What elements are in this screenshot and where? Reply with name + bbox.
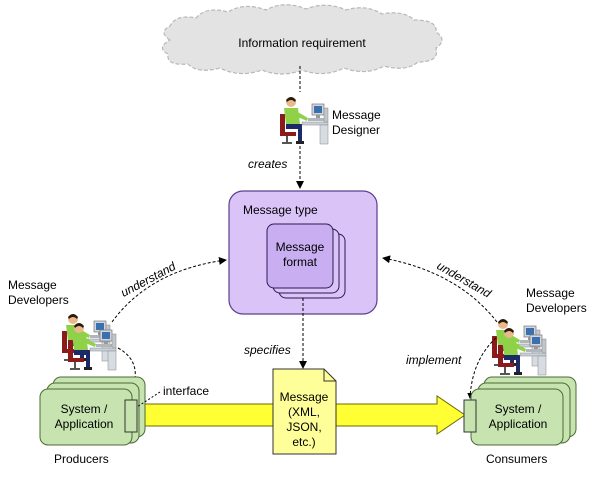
right-developers-line1: Message xyxy=(526,286,575,300)
message-line1: Message xyxy=(280,390,329,404)
message-document: Message (XML, JSON, etc.) xyxy=(272,368,337,455)
message-line2: (XML, xyxy=(288,405,320,419)
consumer-caption: Consumers xyxy=(486,452,547,466)
information-requirement-cloud: Information requirement xyxy=(161,4,443,75)
producer-line2: Application xyxy=(55,417,114,431)
designer-person-icon xyxy=(279,96,329,145)
designer-label-line1: Message xyxy=(332,108,381,122)
producer-line1: System / xyxy=(61,402,108,416)
designer-label-line2: Designer xyxy=(332,123,380,137)
message-line4: etc.) xyxy=(292,435,315,449)
producer-interface-port xyxy=(124,399,138,433)
message-format-card xyxy=(266,223,334,289)
producer-system-box: System / Application xyxy=(39,376,146,446)
consumer-interface-port xyxy=(463,399,477,433)
creates-label: creates xyxy=(248,157,287,171)
consumer-line2: Application xyxy=(489,417,548,431)
message-format-line2: format xyxy=(283,255,318,269)
consumer-system-box: System / Application xyxy=(463,376,577,446)
implement-label: implement xyxy=(406,353,462,367)
interface-label: interface xyxy=(163,384,209,398)
right-developer-person-icon-2 xyxy=(497,327,547,376)
message-format-line1: Message xyxy=(276,240,325,254)
interface-connector xyxy=(136,391,161,408)
right-implement-arrow xyxy=(467,337,497,399)
cloud-label: Information requirement xyxy=(238,36,366,50)
understand-right-arrow xyxy=(382,255,498,323)
message-type-label: Message type xyxy=(243,203,318,217)
left-developers-line2: Developers xyxy=(8,293,69,307)
understand-right-label: understand xyxy=(434,258,493,300)
message-line3: JSON, xyxy=(286,420,321,434)
left-developer-person-icon-2 xyxy=(67,322,117,371)
understand-left-label: understand xyxy=(118,259,178,300)
consumer-line1: System / xyxy=(495,402,542,416)
left-developers-line1: Message xyxy=(8,278,57,292)
specifies-label: specifies xyxy=(244,343,291,357)
understand-left-arrow xyxy=(111,256,227,323)
left-implement-arrow xyxy=(117,347,139,385)
right-developers-line2: Developers xyxy=(526,301,587,315)
producer-caption: Producers xyxy=(54,452,109,466)
message-type-box: Message type Message format xyxy=(228,190,378,315)
